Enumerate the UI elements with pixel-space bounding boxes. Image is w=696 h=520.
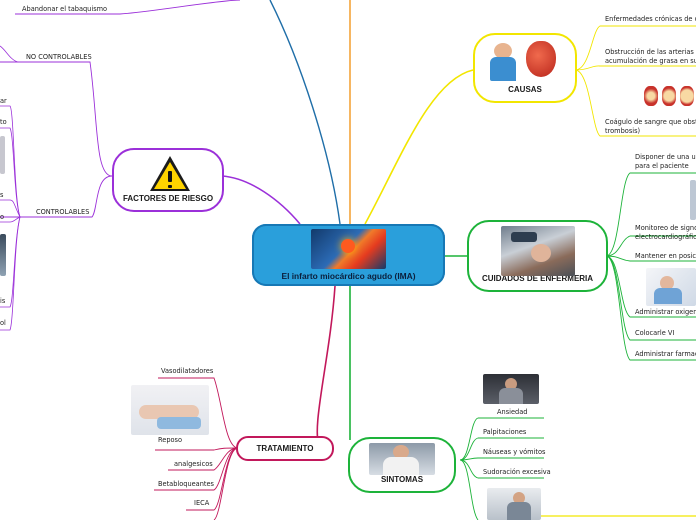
- factores-item-2[interactable]: to: [0, 118, 7, 126]
- cuidados-item-2a[interactable]: Monitoreo de signos v: [635, 224, 696, 232]
- connector-central-up-blue: [269, 0, 341, 225]
- cuidados-title: CUIDADOS DE ENFERMERIA: [481, 274, 594, 283]
- factores-image-2: [0, 234, 6, 276]
- tratamiento-node[interactable]: TRATAMIENTO: [236, 436, 334, 461]
- sintomas-item-nauseas[interactable]: Náuseas y vómitos: [483, 448, 546, 456]
- central-topic-title: El infarto miocárdico agudo (IMA): [281, 271, 416, 281]
- sintomas-node[interactable]: SINTOMAS: [348, 437, 456, 493]
- causas-item-3b[interactable]: trombosis): [605, 127, 641, 135]
- cuidados-node[interactable]: CUIDADOS DE ENFERMERIA: [467, 220, 608, 292]
- chest-pain-image: [369, 443, 435, 475]
- cuidados-item-1b[interactable]: para el paciente: [635, 162, 689, 170]
- oxygen-image: [646, 268, 696, 306]
- sintomas-image-2: [487, 488, 541, 520]
- cuidados-item-5[interactable]: Colocarle VI: [635, 329, 675, 337]
- factores-item-6[interactable]: ol: [0, 319, 6, 327]
- artery-image: [640, 78, 696, 114]
- monitor-image: [690, 180, 696, 220]
- factores-group-no-controlables[interactable]: NO CONTROLABLES: [26, 53, 92, 61]
- connector-central-tratamiento: [316, 285, 336, 449]
- sintomas-item-palpitaciones[interactable]: Palpitaciones: [483, 428, 527, 436]
- causas-title: CAUSAS: [508, 85, 542, 94]
- tratamiento-item-betabloqueantes[interactable]: Betabloqueantes: [158, 480, 214, 488]
- factores-title: FACTORES DE RIESGO: [122, 194, 214, 203]
- reposo-image: [131, 385, 209, 435]
- warning-icon-dot: [168, 185, 172, 188]
- tratamiento-item-reposo[interactable]: Reposo: [158, 436, 183, 444]
- tratamiento-item-ieca[interactable]: IECA: [194, 499, 210, 507]
- patient-care-image: [501, 226, 575, 276]
- cuidados-item-2b[interactable]: electrocardiográfico p: [635, 233, 696, 241]
- central-topic[interactable]: El infarto miocárdico agudo (IMA): [252, 224, 445, 286]
- cuidados-item-4[interactable]: Administrar oxigeno: [635, 308, 696, 316]
- chest-pain-heart-image: [490, 41, 562, 81]
- cuidados-item-1a[interactable]: Disponer de una unid: [635, 153, 696, 161]
- factores-item-5[interactable]: is: [0, 297, 6, 305]
- cuidados-item-6[interactable]: Administrar farmacos: [635, 350, 696, 358]
- warning-icon-mark: [168, 171, 172, 182]
- factores-de-riesgo-node[interactable]: FACTORES DE RIESGO: [112, 148, 224, 212]
- sintomas-title: SINTOMAS: [380, 475, 424, 484]
- causas-item-3a[interactable]: Coágulo de sangre que obstruye: [605, 118, 696, 126]
- connector-central-factores: [221, 175, 301, 225]
- tratamiento-title: TRATAMIENTO: [256, 444, 314, 453]
- ansiedad-image: [483, 374, 539, 404]
- factores-top-item[interactable]: Abandonar el tabaquismo: [22, 5, 108, 13]
- causas-item-2b[interactable]: acumulación de grasa en sus par: [605, 57, 696, 65]
- heart-attack-image: [311, 229, 386, 269]
- causas-item-1[interactable]: Enfermedades crónicas de coraz: [605, 15, 696, 23]
- connector-central-causas: [364, 69, 474, 225]
- factores-image-1: [0, 136, 5, 174]
- factores-group-controlables[interactable]: CONTROLABLES: [36, 208, 90, 216]
- tratamiento-item-vasodilatadores[interactable]: Vasodilatadores: [161, 367, 214, 375]
- causas-node[interactable]: CAUSAS: [473, 33, 577, 103]
- factores-item-4[interactable]: o: [0, 213, 5, 221]
- sintomas-item-sudoracion[interactable]: Sudoración excesiva: [483, 468, 551, 476]
- sintomas-item-ansiedad[interactable]: Ansiedad: [497, 408, 528, 416]
- factores-item-1[interactable]: ar: [0, 97, 7, 105]
- factores-item-3[interactable]: s: [0, 191, 4, 199]
- cuidados-item-3[interactable]: Mantener en posicion: [635, 252, 696, 260]
- causas-item-2a[interactable]: Obstrucción de las arterias coron: [605, 48, 696, 56]
- tratamiento-item-analgesicos[interactable]: analgesicos: [174, 460, 213, 468]
